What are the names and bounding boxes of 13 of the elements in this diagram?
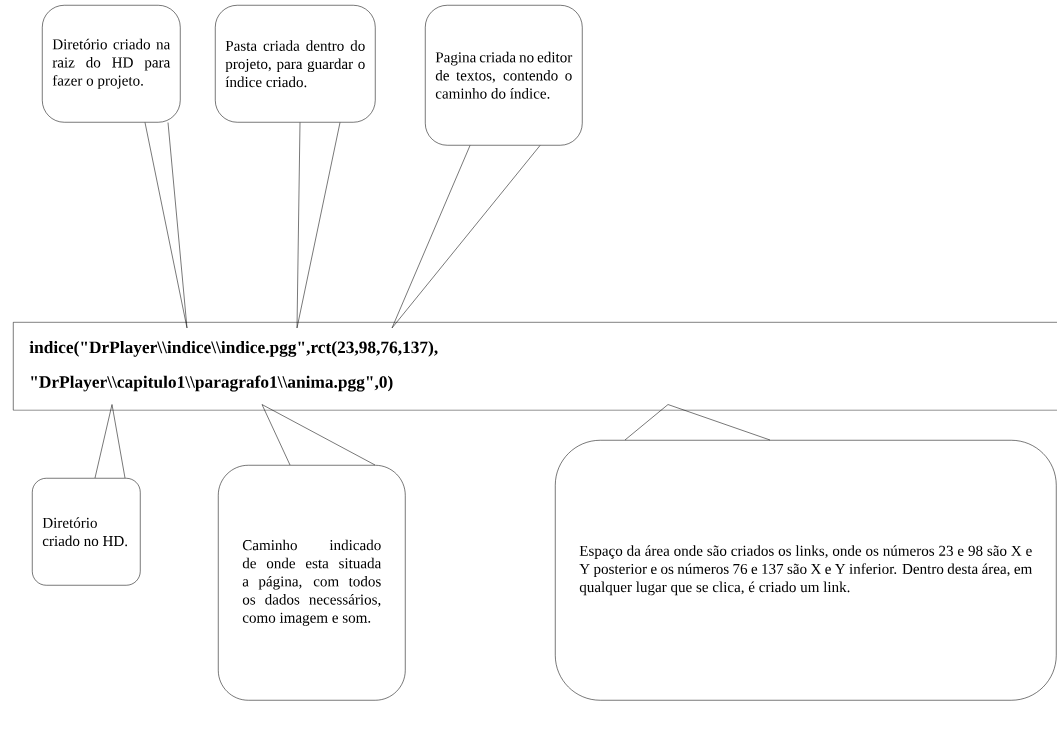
speech-bubble: Caminho indicado de onde esta situada a página, com todos os dados necessários, como imagem e som. <box>218 465 406 701</box>
callout-pointer <box>94 404 126 479</box>
callout-pointer <box>261 404 376 466</box>
speech-bubble: Espaço da área onde são criados os links, onde os números 23 e 98 são X e Y posterior e os números 76 e 137 são X e Y inferior. Dentro desta área, em qualquer lugar que se clica, é criado um link. <box>555 440 1057 701</box>
speech-bubble: Diretório criado na raiz do HD para fazer o projeto. <box>42 5 181 123</box>
speech-bubble: Diretório criado no HD. <box>32 478 141 586</box>
speech-bubble: Pagina criada no editor de textos, contendo o caminho do índice. <box>425 5 583 146</box>
callout-pointer <box>391 145 541 329</box>
callout-pointer <box>296 122 341 329</box>
callout-pointer <box>144 122 188 329</box>
callout-pointer <box>624 404 771 441</box>
speech-bubble: Pasta criada dentro do projeto, para guardar o índice criado. <box>215 5 376 123</box>
code-box: indice("DrPlayer\\indice\\indice.pgg",rct(23,98,76,137), "DrPlayer\\capitulo1\\paragrafo1\\anima.pgg",0) <box>13 322 1057 411</box>
